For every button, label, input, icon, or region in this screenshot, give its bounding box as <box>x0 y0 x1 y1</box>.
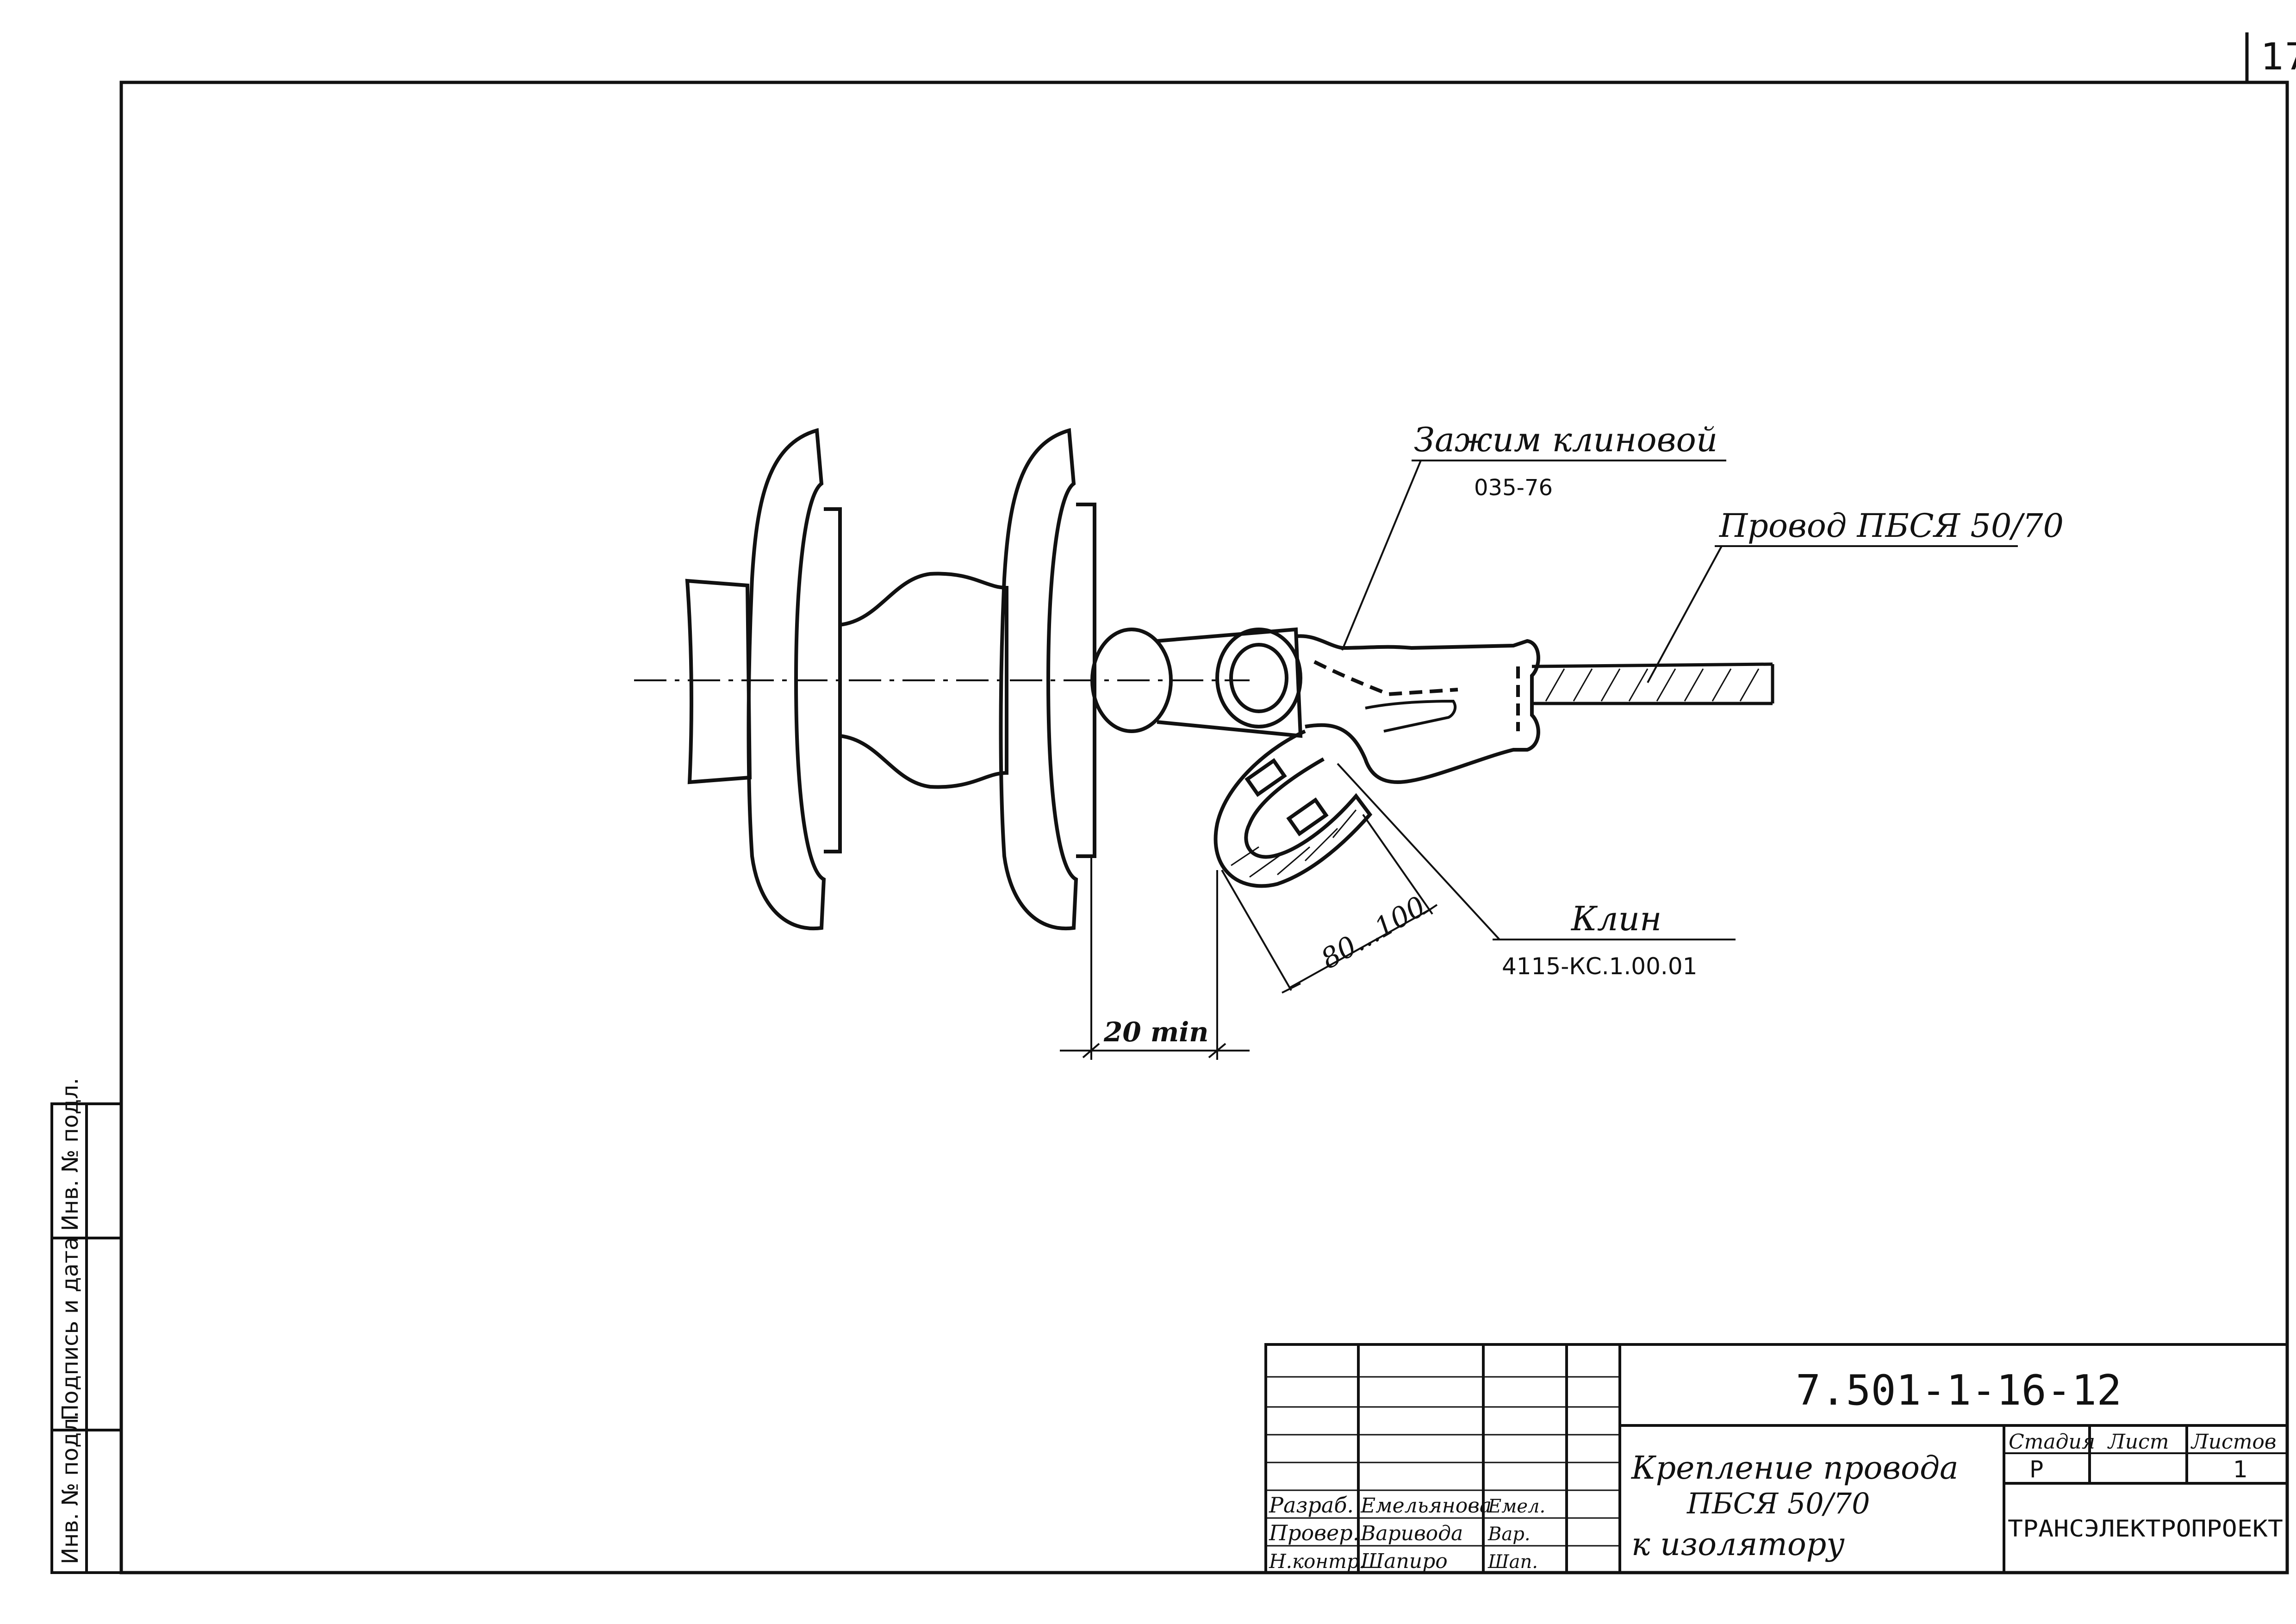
side-stamp-cell-3: Инв. № подл. <box>57 1078 83 1231</box>
side-stamp <box>50 1102 123 1574</box>
stage-value: Р <box>2029 1456 2043 1483</box>
col-stage: Стадия <box>2009 1430 2095 1454</box>
title-block <box>1264 1343 2289 1574</box>
doc-code: 7.501-1-16-12 <box>1796 1366 2122 1415</box>
role-developer: Разраб. <box>1269 1493 1354 1518</box>
dimension-length-label: 80...100 <box>1316 890 1431 976</box>
insulator-cap-left <box>685 579 752 784</box>
wedge-code: 4115-КС.1.00.01 <box>1502 953 1697 980</box>
side-stamp-cell-1: Инв. № подл. <box>57 1411 83 1564</box>
dimension-gap-label: 20 min <box>1103 1016 1208 1048</box>
clamp-code: 035-76 <box>1474 475 1553 501</box>
leader-clamp <box>1341 460 1726 651</box>
drawing-title-1: Крепление провода <box>1630 1450 1959 1487</box>
wire-conductor <box>1531 662 1774 705</box>
signature-checker: Вар. <box>1487 1524 1531 1545</box>
signature-norm-control: Шап. <box>1487 1551 1538 1573</box>
ball-socket <box>1090 628 1173 733</box>
organization: ТРАНСЭЛЕКТРОПРОЕКТ <box>2008 1515 2283 1542</box>
drawing-title-3: к изолятору <box>1631 1526 1845 1563</box>
drawing-title-2: ПБСЯ 50/70 <box>1686 1487 1870 1520</box>
sheet-number: 17 <box>2261 35 2296 78</box>
wedge-title: Клин <box>1570 899 1661 938</box>
wire-title: Провод ПБСЯ 50/70 <box>1718 507 2064 545</box>
col-sheets: Листов <box>2190 1430 2277 1454</box>
sheet-frame <box>119 32 2289 1574</box>
insulator-neck <box>838 572 1008 789</box>
insulator-disc-2 <box>999 428 1078 931</box>
sheets-value: 1 <box>2233 1456 2248 1483</box>
insulator-disc-1 <box>747 428 826 931</box>
name-norm-control: Шапиро <box>1360 1549 1448 1573</box>
clamp-body <box>1295 634 1540 784</box>
leader-wire <box>1647 545 2018 683</box>
dimension-length <box>1221 814 1438 994</box>
signature-developer: Емел. <box>1487 1496 1545 1517</box>
wedge-clamp <box>1295 634 1540 784</box>
role-checker: Провер. <box>1269 1520 1359 1545</box>
role-norm-control: Н.контр. <box>1269 1550 1365 1573</box>
dimension-gap <box>1060 856 1250 1060</box>
insulator-string <box>685 428 1096 931</box>
side-stamp-cell-2: Подпись и дата <box>57 1237 83 1421</box>
name-developer: Емельянова <box>1360 1494 1492 1518</box>
col-sheet: Лист <box>2107 1430 2169 1454</box>
link-fitting <box>1090 627 1303 738</box>
clamp-title: Зажим клиновой <box>1414 420 1717 459</box>
name-checker: Варивода <box>1360 1522 1463 1545</box>
leader-wedge <box>1337 763 1736 940</box>
clevis-eye <box>1215 628 1302 728</box>
wire-loop-wedge <box>1213 729 1373 888</box>
